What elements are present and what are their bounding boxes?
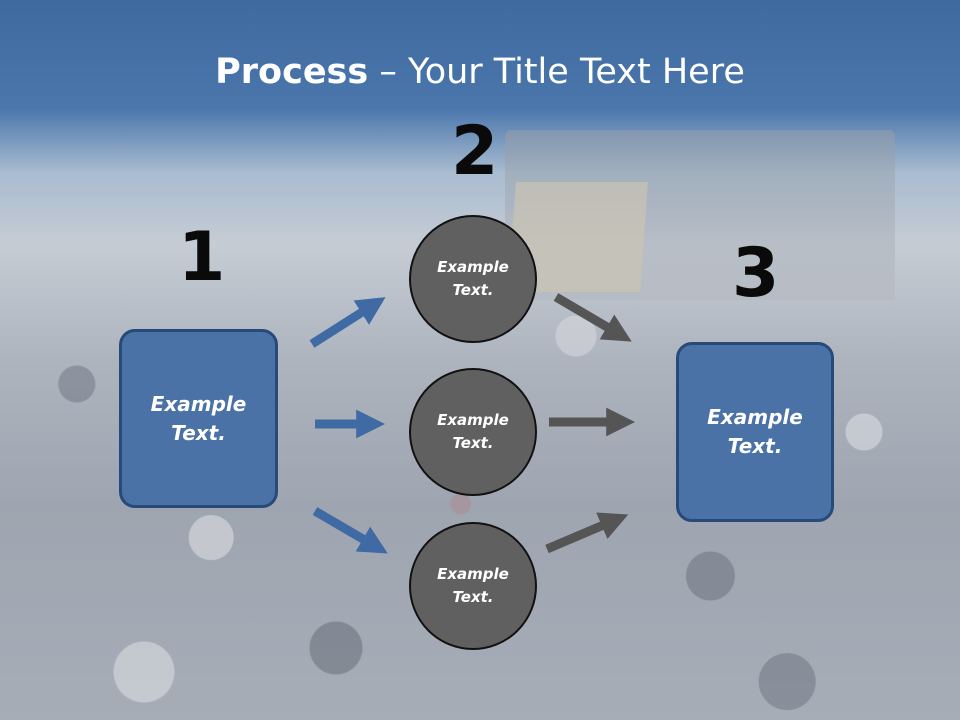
arrow-bottom-to-right [545, 512, 629, 554]
slide-title: Process – Your Title Text Here [0, 52, 960, 92]
circle-top-line1: Example [437, 258, 509, 276]
circle-middle-line1: Example [437, 411, 509, 429]
title-bold: Process [215, 52, 369, 92]
arrow-top-to-right [553, 293, 632, 342]
arrow-left-to-bottom [312, 507, 388, 554]
step-number-2: 2 [451, 112, 499, 191]
circle-top-line2: Text. [452, 281, 494, 299]
right-box-line2: Text. [727, 434, 783, 458]
right-box-line1: Example [707, 405, 803, 429]
title-rest: – Your Title Text Here [368, 52, 745, 92]
circle-middle-line2: Text. [452, 434, 494, 452]
left-box-line1: Example [150, 391, 247, 416]
circle-bottom-line1: Example [437, 565, 509, 583]
step-number-3: 3 [732, 234, 780, 313]
circle-bottom-line2: Text. [452, 588, 494, 606]
arrow-left-to-top [309, 297, 386, 348]
step-number-1: 1 [178, 218, 226, 297]
left-box-line2: Text. [171, 420, 226, 445]
